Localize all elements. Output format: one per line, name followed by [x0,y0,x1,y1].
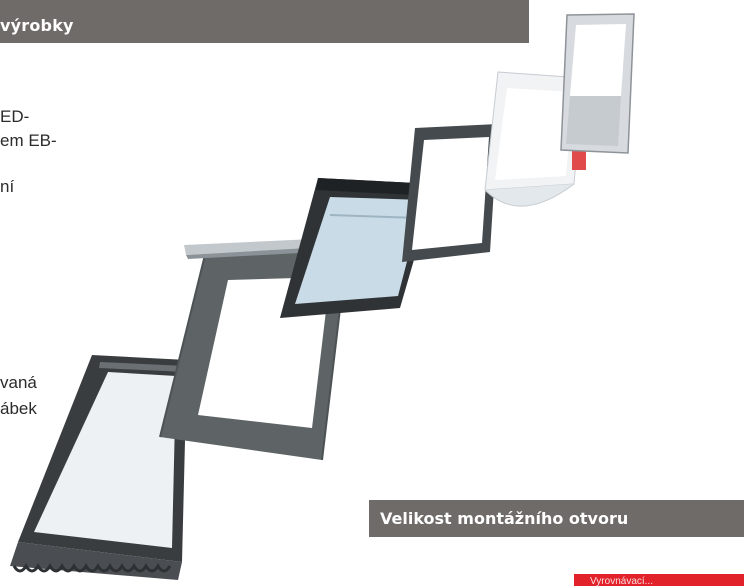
lining-frame [402,124,498,262]
section-title: Velikost montážního otvoru [380,509,628,528]
installation-frame [10,355,187,580]
red-tab-label: Vyrovnávací... [590,576,653,587]
insulation-frame [561,14,634,153]
